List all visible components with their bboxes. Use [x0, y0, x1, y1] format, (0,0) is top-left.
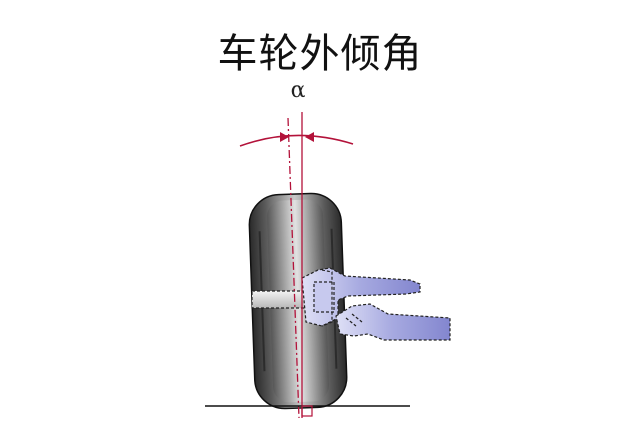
diagram-title: 车轮外倾角 — [217, 31, 423, 77]
wheel-center-line — [287, 117, 300, 419]
camber-arc — [239, 132, 354, 147]
camber-angle-label: α — [290, 78, 306, 103]
axle-shaft — [251, 290, 313, 309]
lower-control-arm — [335, 303, 451, 341]
right-angle-marker — [301, 405, 313, 417]
steering-knuckle — [301, 267, 421, 327]
